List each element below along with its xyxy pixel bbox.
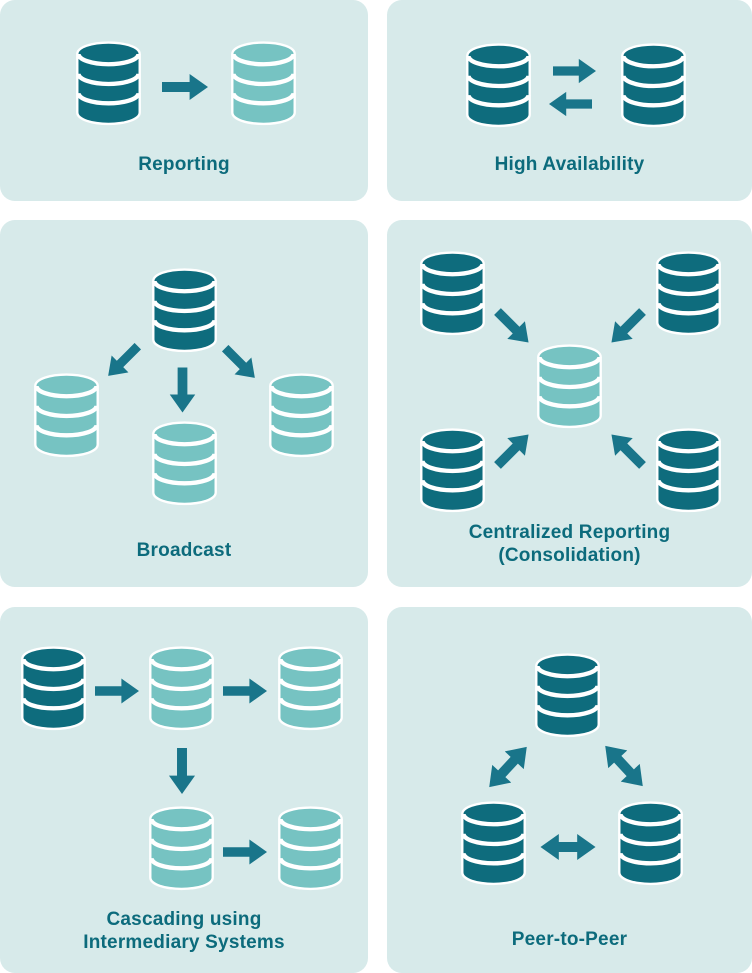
database-icon (27, 372, 106, 460)
panel-label: Broadcast (136, 540, 232, 561)
database-icon (224, 40, 303, 128)
database-icon (530, 343, 609, 431)
database-icon (649, 427, 728, 515)
panel-peer-to-peer: Peer-to-Peer (387, 607, 752, 973)
panel-centralized-reporting: Centralized Reporting (Consolidation) (387, 220, 752, 587)
database-icon (413, 250, 492, 338)
arrow-down-icon (168, 748, 196, 794)
double-arrow-icon (479, 737, 538, 797)
panel-broadcast: Broadcast (0, 220, 368, 587)
arrow-right-icon (553, 58, 596, 84)
double-arrow-icon (538, 834, 598, 860)
arrow-left-icon (549, 91, 592, 117)
database-icon (142, 645, 221, 733)
panel-reporting: Reporting (0, 0, 368, 201)
database-icon (649, 250, 728, 338)
database-icon (14, 645, 93, 733)
arrow-right-icon (223, 678, 267, 704)
database-icon (413, 427, 492, 515)
panel-label: High Availability (494, 154, 645, 175)
database-icon (459, 42, 538, 130)
arrow-down-icon (169, 368, 197, 413)
panel-label: Centralized Reporting (Consolidation) (468, 522, 671, 566)
panel-cascading: Cascading using Intermediary Systems (0, 607, 368, 973)
database-icon (271, 805, 350, 893)
database-icon (142, 805, 221, 893)
database-icon (528, 652, 607, 740)
panel-high-availability: High Availability (387, 0, 752, 201)
database-icon (611, 800, 690, 888)
arrow-right-icon (223, 839, 267, 865)
arrow-right-icon (162, 73, 208, 101)
arrow-right-icon (95, 678, 139, 704)
database-icon (69, 40, 148, 128)
database-icon (145, 420, 224, 508)
double-arrow-icon (595, 736, 654, 796)
database-icon (271, 645, 350, 733)
panel-label: Cascading using Intermediary Systems (83, 909, 285, 953)
panel-label: Reporting (138, 154, 230, 175)
arrow-up-right-icon (487, 424, 539, 476)
panel-label: Peer-to-Peer (511, 929, 628, 950)
database-icon (145, 267, 224, 355)
arrow-up-left-icon (601, 424, 653, 476)
database-icon (262, 372, 341, 460)
database-icon (454, 800, 533, 888)
database-icon (614, 42, 693, 130)
